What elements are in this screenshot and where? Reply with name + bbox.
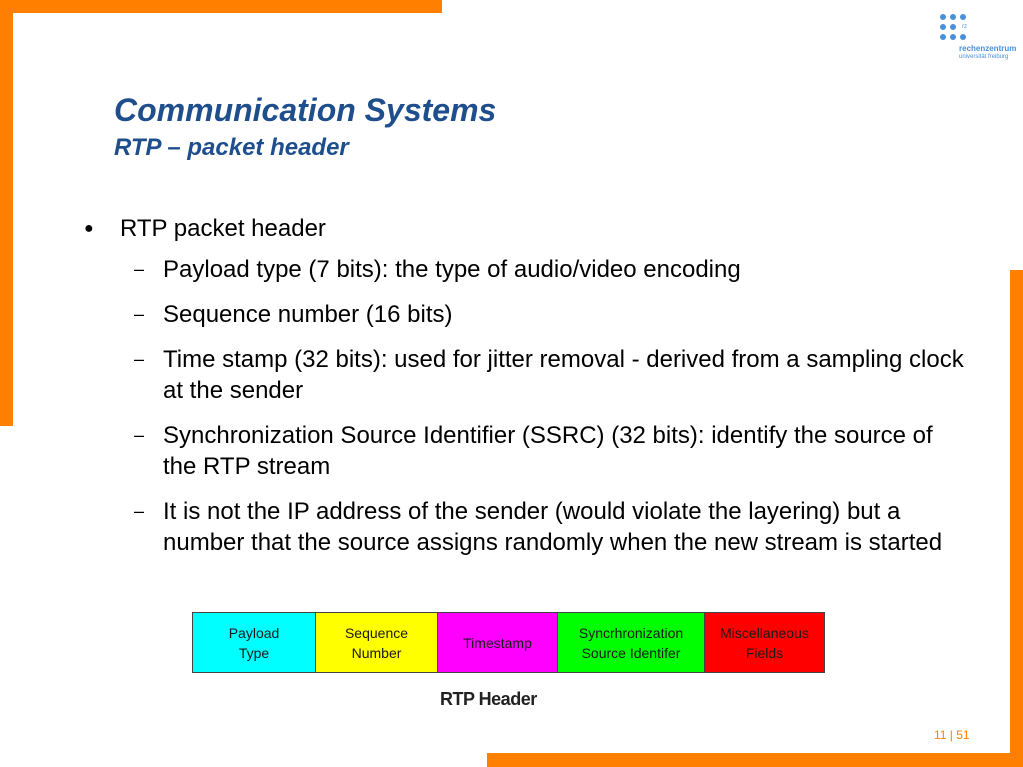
- sub-bullet-text: It is not the IP address of the sender (…: [163, 498, 943, 556]
- rtp-field-timestamp: Timestamp: [438, 613, 558, 672]
- sub-bullet-text: Synchronization Source Identifier (SSRC)…: [163, 422, 933, 480]
- bottom-orange-bar: [487, 753, 1023, 767]
- sub-bullet-text: Sequence number (16 bits): [163, 301, 453, 328]
- logo-line-2: universität freiburg: [959, 54, 1009, 60]
- left-orange-bar: [0, 0, 13, 426]
- dash-marker: –: [134, 425, 145, 445]
- sub-bullet-time-stamp: – Time stamp (32 bits): used for jitter …: [84, 344, 964, 406]
- bullet-marker: ●: [84, 220, 94, 237]
- page-number: 11 | 51: [934, 728, 970, 742]
- rtp-field-miscellaneous: Miscellaneous Fields: [705, 613, 824, 672]
- logo-short: rz: [962, 24, 967, 30]
- sub-bullet-text: Time stamp (32 bits): used for jitter re…: [163, 346, 964, 404]
- rtp-header-diagram: Payload Type Sequence Number Timestamp S…: [192, 612, 825, 673]
- dash-marker: –: [134, 501, 145, 521]
- top-left-orange-bar: [0, 0, 442, 13]
- rtp-header-caption: RTP Header: [440, 689, 537, 709]
- sub-bullet-ip-address: – It is not the IP address of the sender…: [84, 496, 964, 558]
- logo-dots-icon: [940, 14, 970, 44]
- slide-title: Communication Systems: [114, 92, 497, 128]
- rtp-field-payload-type: Payload Type: [193, 613, 316, 672]
- university-logo: rz rechenzentrum universität freiburg: [940, 14, 1016, 64]
- bullet-rtp-header: ● RTP packet header: [84, 214, 964, 244]
- rtp-field-sequence-number: Sequence Number: [316, 613, 438, 672]
- right-orange-bar: [1010, 270, 1023, 767]
- sub-bullet-sequence-number: – Sequence number (16 bits): [84, 299, 964, 330]
- logo-line-1: rechenzentrum: [959, 44, 1017, 53]
- dash-marker: –: [134, 349, 145, 369]
- slide-subtitle: RTP – packet header: [114, 134, 349, 161]
- slide-content: ● RTP packet header – Payload type (7 bi…: [84, 214, 964, 572]
- sub-bullet-text: Payload type (7 bits): the type of audio…: [163, 256, 741, 283]
- dash-marker: –: [134, 304, 145, 324]
- sub-bullet-ssrc: – Synchronization Source Identifier (SSR…: [84, 420, 964, 482]
- sub-bullet-payload-type: – Payload type (7 bits): the type of aud…: [84, 254, 964, 285]
- bullet-text: RTP packet header: [120, 215, 326, 242]
- rtp-field-ssrc: Syncrhronization Source Identifer: [558, 613, 705, 672]
- dash-marker: –: [134, 259, 145, 279]
